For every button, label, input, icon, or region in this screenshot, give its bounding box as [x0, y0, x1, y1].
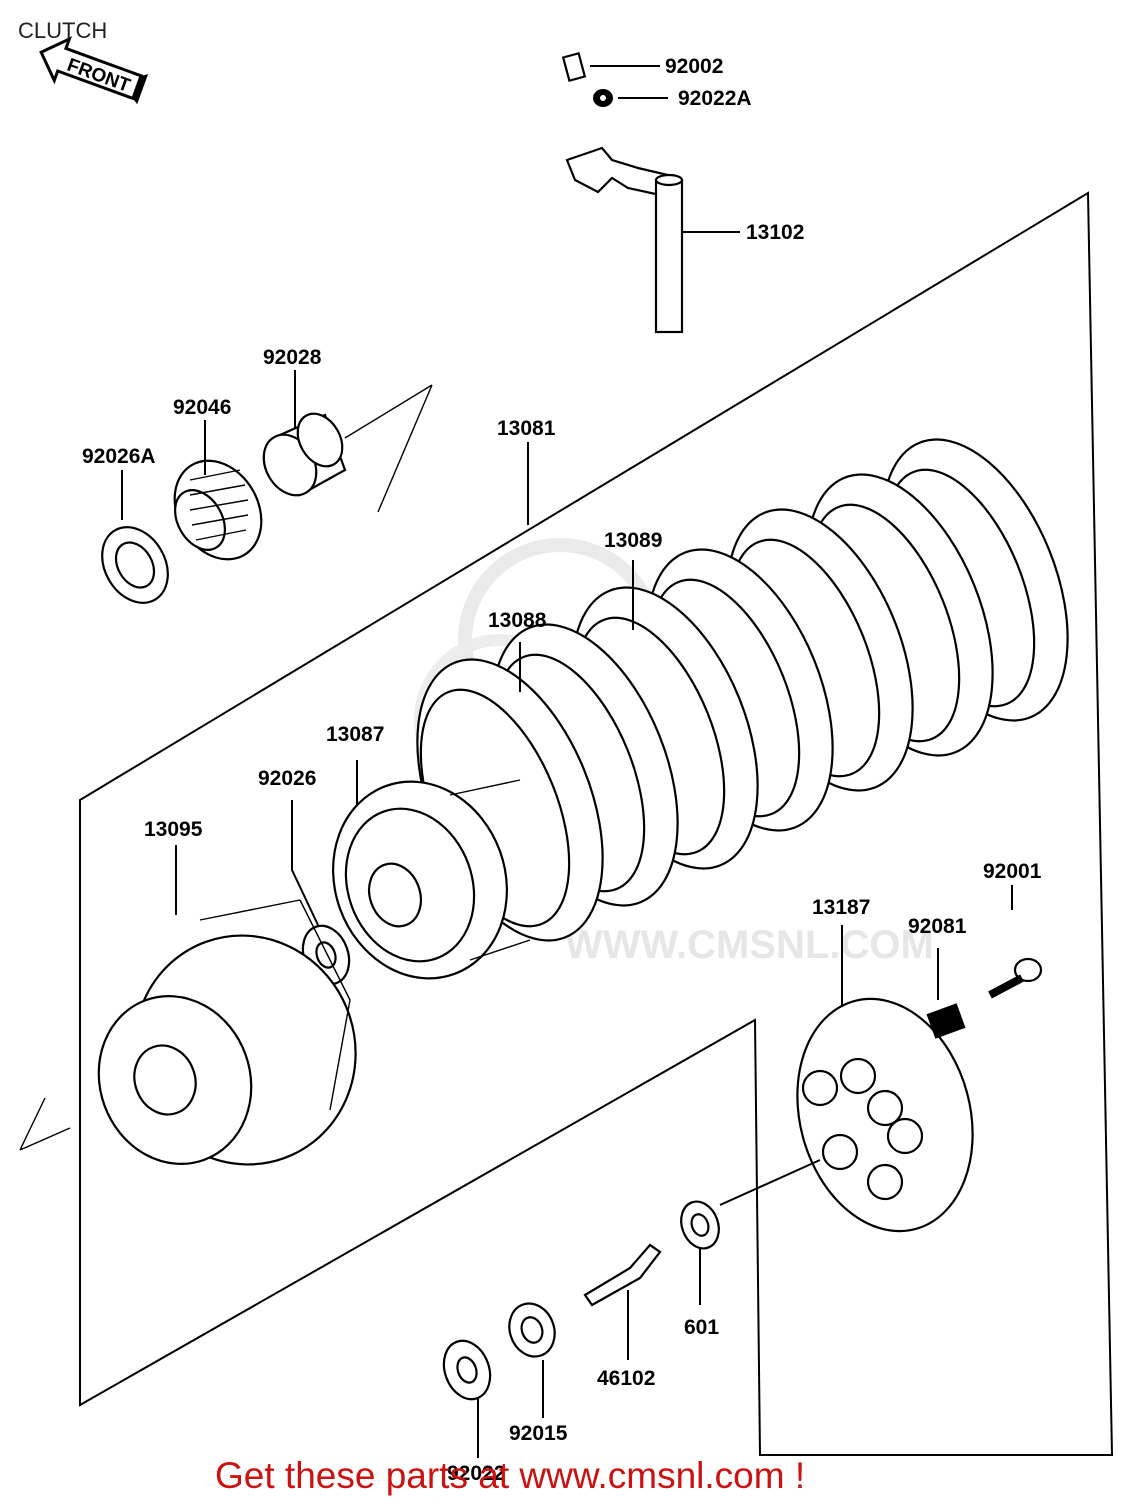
seal-92026A	[101, 470, 169, 604]
bolt-92002	[561, 51, 660, 83]
watermark-text: WWW.CMSNL.COM	[565, 923, 934, 967]
diagram-title: CLUTCH	[18, 18, 107, 43]
part-label-13089[interactable]: 13089	[604, 529, 662, 552]
assembly-frame	[79, 191, 1114, 1456]
needle-bearing-92046	[173, 420, 263, 561]
spring-92081	[926, 948, 966, 1039]
break-mark	[344, 384, 433, 513]
part-label-13081[interactable]: 13081	[497, 417, 556, 440]
break-mark	[19, 1097, 71, 1151]
part-label-92026A[interactable]: 92026A	[82, 445, 156, 468]
part-label-92046[interactable]: 92046	[173, 396, 231, 419]
promo-link[interactable]: Get these parts at www.cmsnl.com !	[215, 1455, 805, 1496]
part-label-13102[interactable]: 13102	[746, 221, 804, 244]
pushrod-46102	[583, 1243, 662, 1360]
part-label-92022[interactable]: 92022	[447, 1462, 505, 1485]
release-shaft-13102	[565, 146, 740, 334]
clutch-plate-stack	[416, 438, 1069, 942]
part-label-13187[interactable]: 13187	[812, 896, 870, 919]
part-label-92026[interactable]: 92026	[258, 767, 316, 790]
part-label-92081[interactable]: 92081	[908, 915, 967, 938]
part-label-92002[interactable]: 92002	[665, 55, 723, 78]
bearing-601	[680, 1200, 720, 1305]
part-label-92015[interactable]: 92015	[509, 1422, 568, 1445]
washer-92022	[442, 1339, 492, 1458]
part-label-92022A[interactable]: 92022A	[678, 87, 752, 110]
part-label-13088[interactable]: 13088	[488, 609, 547, 632]
pressure-plate-13187	[719, 925, 974, 1233]
nut-92015	[508, 1302, 556, 1418]
part-label-46102[interactable]: 46102	[597, 1367, 655, 1390]
part-label-92001[interactable]: 92001	[983, 860, 1042, 883]
part-label-92028[interactable]: 92028	[263, 346, 322, 369]
bolt-92001	[988, 885, 1043, 999]
front-arrow-icon: FRONT	[39, 36, 149, 105]
clutch-housing-13095	[97, 845, 357, 1166]
part-label-13095[interactable]: 13095	[144, 818, 203, 841]
part-label-13087[interactable]: 13087	[326, 723, 384, 746]
washer-92022A	[593, 89, 668, 107]
part-label-601[interactable]: 601	[684, 1316, 719, 1339]
sleeve-92028	[262, 370, 347, 497]
clutch-hub-13087	[332, 760, 531, 980]
